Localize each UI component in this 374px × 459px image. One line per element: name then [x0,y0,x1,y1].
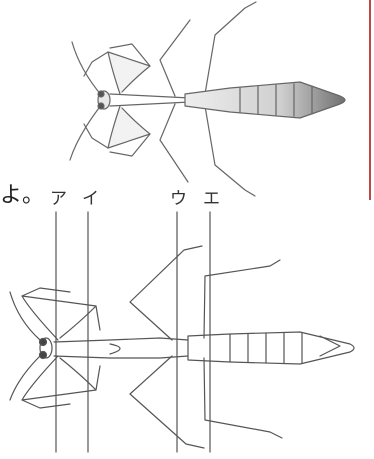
mantis-outline-diagram-icon [0,0,374,459]
